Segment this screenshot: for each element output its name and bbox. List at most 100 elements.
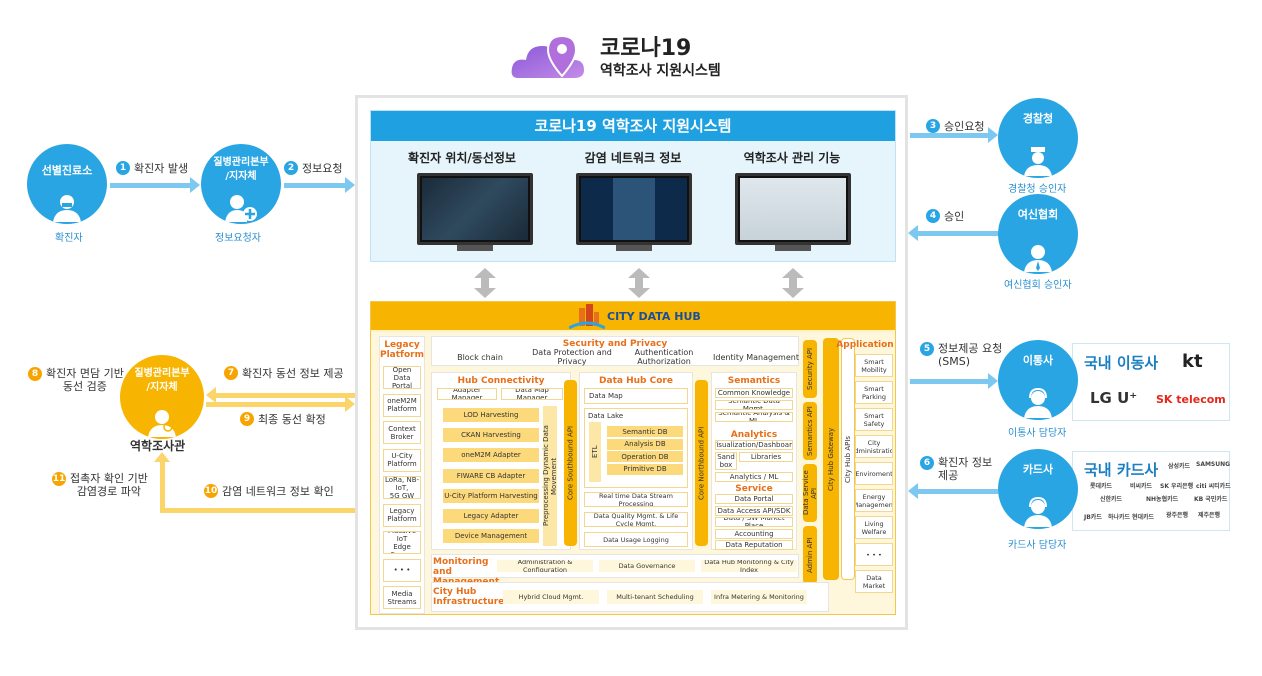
arrow-step-9 xyxy=(206,402,346,407)
telco-node: 이통사 xyxy=(998,340,1078,420)
sandbox: Sand box xyxy=(715,452,737,470)
application-item: Enviroment xyxy=(855,462,893,485)
kcdc-top-caption: 정보요청자 xyxy=(215,233,261,244)
page-title: 코로나19 xyxy=(600,36,692,61)
semantics-item: Semantic Data Mgmt. xyxy=(715,400,793,410)
arrowhead-icon xyxy=(908,225,918,241)
step-number: 11 xyxy=(52,472,66,486)
semantics-item: Common Knowledge xyxy=(715,388,793,398)
application-item: Data Market xyxy=(855,570,893,593)
kt-logo: kt xyxy=(1182,351,1203,372)
step-label: 확진자 동선 정보 제공 xyxy=(242,366,344,380)
police-node: 경찰청 xyxy=(998,98,1078,178)
column-title-network: 감염 네트워크 정보 xyxy=(584,151,682,165)
arrow-step-3 xyxy=(910,133,990,138)
step-number: 10 xyxy=(204,484,218,498)
telco-panel xyxy=(1072,343,1230,421)
card-title: 카드사 xyxy=(1022,463,1054,476)
hub-connectivity-item: oneM2M Adapter xyxy=(443,448,539,463)
legacy-item: Context Broker xyxy=(383,421,421,444)
city-hub-gateway: City Hub Gateway xyxy=(823,338,839,580)
step-label: 승인요청 xyxy=(944,119,985,133)
card-brand-logo: 신한카드 xyxy=(1100,496,1123,503)
card-node: 카드사 xyxy=(998,449,1078,529)
credit-title: 여신협회 xyxy=(1017,208,1059,221)
legacy-item: U-City Platform xyxy=(383,448,421,472)
arrow-step-7 xyxy=(215,393,355,398)
officer-icon xyxy=(1024,147,1052,176)
investigator-icon xyxy=(148,410,176,437)
step-number: 9 xyxy=(240,412,254,426)
monitor-network-dashboard xyxy=(576,173,692,251)
step-number: 2 xyxy=(284,161,298,175)
city-hub-apis: City Hub APIs xyxy=(841,338,855,580)
arrowhead-icon xyxy=(345,396,355,412)
service-item: Data Reputation xyxy=(715,540,793,550)
card-brand-logo: KB 국민카드 xyxy=(1194,496,1228,503)
legacy-item: • • • xyxy=(383,558,421,582)
clinic-caption: 확진자 xyxy=(55,233,83,244)
card-brand-logo: 롯데카드 xyxy=(1090,483,1113,490)
api-bar: Security API xyxy=(803,340,817,398)
legacy-item: Media Streams xyxy=(383,586,421,609)
step-2: 2 정보요청 xyxy=(284,161,342,175)
telco-panel-title: 국내 이동사 xyxy=(1084,354,1159,372)
application-item: Living Welfare xyxy=(855,516,893,539)
application-item: Smart Safety xyxy=(855,408,893,431)
db-item: Operation DB xyxy=(607,451,683,462)
monitor-management-map xyxy=(735,173,851,251)
arrow-step-4 xyxy=(918,231,998,236)
step-3: 3 승인요청 xyxy=(926,119,984,133)
step-number: 3 xyxy=(926,119,940,133)
cdh-header: CITY DATA HUB xyxy=(371,302,895,330)
core-item: Real time Data Stream Processing xyxy=(584,492,688,507)
db-item: Analysis DB xyxy=(607,438,683,450)
step-7: 7 확진자 동선 정보 제공 xyxy=(224,366,344,380)
arrow-step-10-vertical xyxy=(160,460,165,513)
monitoring-item: Administration & Configuration xyxy=(497,560,593,572)
arrow-step-6 xyxy=(918,489,998,494)
lgu-logo: LG U⁺ xyxy=(1090,389,1138,407)
core-northbound-api: Core Northbound API xyxy=(695,380,708,546)
step-10: 10 감염 네트워크 정보 확인 xyxy=(204,484,334,498)
credit-node: 여신협회 xyxy=(998,194,1078,274)
security-item: Data Protection and Privacy xyxy=(532,348,612,366)
semantics-title: Semantics xyxy=(727,376,781,386)
preprocessing-bar: Preprocessing Dynamic Data Movement xyxy=(542,406,558,546)
step-label: 감염 네트워크 정보 확인 xyxy=(222,484,334,498)
data-map-manager: Data Map Manager xyxy=(501,388,563,400)
headset-person-icon xyxy=(1024,388,1052,418)
cloud-pin-icon xyxy=(511,34,584,78)
hub-connectivity-item: U-City Platform Harvesting xyxy=(443,488,539,503)
step-label: 정보요청 xyxy=(302,161,343,175)
core-item: Data Usage Logging xyxy=(584,532,688,547)
db-item: Semantic DB xyxy=(607,426,683,437)
security-item: Identity Management xyxy=(713,352,799,362)
security-item: Block chain xyxy=(457,352,503,362)
legacy-item: oneM2M Platform xyxy=(383,393,421,417)
city-data-hub: CITY DATA HUB Legacy Platform Open Data … xyxy=(370,301,896,615)
api-bar: Semantics API xyxy=(803,402,817,460)
kcdc-top-title: 질병관리본부 /지자체 xyxy=(213,157,269,182)
header-logo xyxy=(510,34,595,84)
step-label: 확진자 발생 xyxy=(134,161,189,175)
card-brand-logo: 하나카드 xyxy=(1108,514,1131,521)
arrow-step-1 xyxy=(110,183,192,188)
person-icon xyxy=(53,195,81,222)
cdh-logo: CITY DATA HUB xyxy=(607,310,701,323)
arrowhead-icon xyxy=(206,387,216,403)
semantics-item: Semantic Analysis & ML xyxy=(715,412,793,422)
step-label: 접촉자 확인 기반 감염경로 파악 xyxy=(70,472,148,498)
step-number: 7 xyxy=(224,366,238,380)
card-brand-logo: NH농협카드 xyxy=(1146,496,1179,503)
step-number: 4 xyxy=(926,209,940,223)
card-brand-logo: 비씨카드 xyxy=(1130,483,1153,490)
service-item: Data Portal xyxy=(715,494,793,504)
monitoring-item: Data Hub Monitoring & City Index xyxy=(701,560,797,572)
telco-title: 이통사 xyxy=(1022,354,1054,367)
headset-person-icon xyxy=(1024,497,1052,527)
system-top-panel: 코로나19 역학조사 지원시스템 확진자 위치/동선정보 감염 네트워크 정보 … xyxy=(370,110,896,262)
card-brand-logo: 제주은행 xyxy=(1198,512,1221,519)
